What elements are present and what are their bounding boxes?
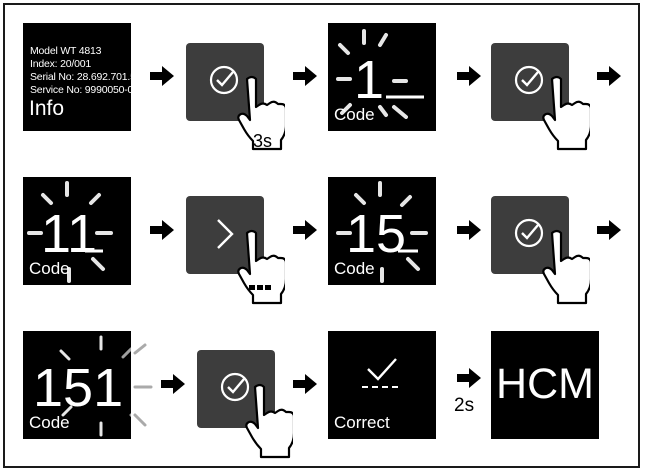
code-panel-step3: 15 Code: [328, 177, 436, 285]
arrow-right-icon: [161, 374, 185, 394]
code-label: Code: [334, 105, 375, 124]
code-digit: 15: [346, 204, 407, 264]
pointing-hand-icon: [237, 229, 285, 305]
arrow-right-icon: [293, 374, 317, 394]
arrow-right-icon: [293, 220, 317, 240]
correct-label: Correct: [334, 413, 390, 432]
check-circle-icon: [220, 372, 250, 402]
model-line: Model WT 4813: [30, 45, 102, 57]
result-panel: HCM: [491, 331, 599, 439]
arrow-right-icon: [597, 220, 621, 240]
code-digit: 1: [354, 50, 385, 110]
result-code: HCM: [496, 360, 594, 408]
arrow-right-icon: [457, 66, 481, 86]
pointing-hand-icon: [237, 75, 285, 151]
blink-rays: [27, 181, 113, 283]
code-label: Code: [29, 413, 70, 432]
arrow-right-icon: [597, 66, 621, 86]
index-line: Index: 20/001: [30, 58, 92, 70]
instruction-diagram: Model WT 4813 Index: 20/001 Serial No: 2…: [3, 3, 640, 468]
code-label: Code: [29, 259, 70, 278]
code-digit: 151: [33, 358, 124, 418]
correct-panel: Correct: [328, 331, 436, 439]
code-panel-step4: 151 Code: [23, 331, 157, 439]
arrow-right-icon: [150, 220, 174, 240]
check-mark-icon: [362, 358, 402, 388]
serial-line: Serial No: 28.692.701.5: [30, 71, 131, 83]
code-panel-step2: 11 Code: [23, 177, 131, 285]
chevron-right-icon: [217, 219, 234, 249]
pointing-hand-icon: [542, 229, 590, 305]
arrow-right-icon: [457, 220, 481, 240]
code-panel-step1: 1 Code: [328, 23, 436, 131]
hold-time-label: 3s: [253, 131, 273, 151]
code-label: Code: [334, 259, 375, 278]
info-text: Model WT 4813 Index: 20/001 Serial No: 2…: [30, 45, 131, 97]
service-line: Service No: 9990050-00: [30, 84, 131, 96]
blink-rays: [59, 331, 157, 439]
delay-label: 2s: [454, 395, 475, 416]
code-digit: 11: [41, 204, 98, 264]
check-circle-icon: [514, 65, 544, 95]
blink-rays: [336, 29, 424, 119]
pointing-hand-icon: [542, 75, 590, 151]
check-circle-icon: [514, 218, 544, 248]
arrow-right-icon: [150, 66, 174, 86]
blink-rays: [336, 181, 428, 283]
info-panel: Model WT 4813 Index: 20/001 Serial No: 2…: [23, 23, 131, 131]
arrow-right-icon: [293, 66, 317, 86]
info-label: Info: [29, 97, 65, 120]
arrow-right-icon: [457, 368, 481, 388]
check-circle-icon: [209, 65, 239, 95]
pointing-hand-icon: [245, 383, 293, 459]
